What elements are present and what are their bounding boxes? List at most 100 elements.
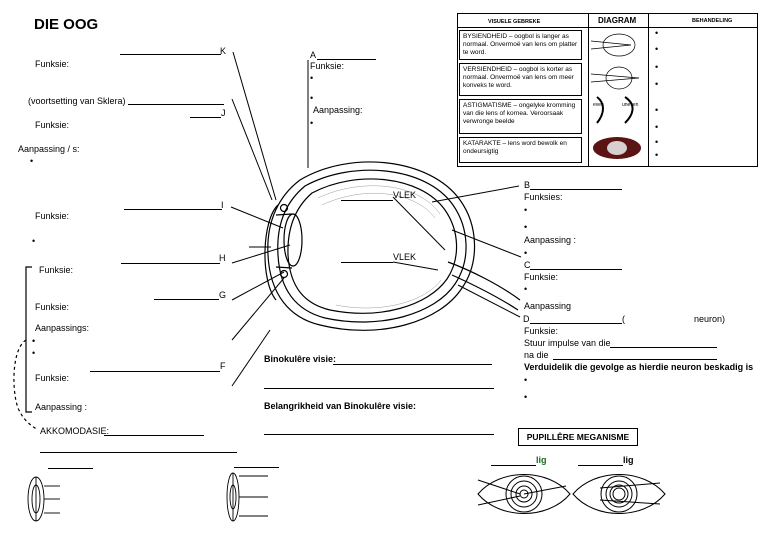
f-funksie: Funksie: xyxy=(35,373,70,383)
k-funksie: Funksie: xyxy=(35,59,70,69)
bullet: • xyxy=(524,222,528,232)
label-a: A xyxy=(310,50,317,60)
i-funksie: Funksie: xyxy=(35,211,70,221)
answer-line-d[interactable] xyxy=(530,323,622,324)
bullet: • xyxy=(655,28,659,38)
akkomodasie-label: AKKOMODASIE: xyxy=(40,426,110,436)
c-aanpassing: Aanpassing xyxy=(524,301,572,311)
bullet: • xyxy=(30,156,34,166)
label-d: D xyxy=(523,314,530,324)
d-stuur: Stuur impulse van die xyxy=(524,338,611,348)
sketch-line-right[interactable] xyxy=(234,467,279,468)
bullet: • xyxy=(310,118,314,128)
bullet: • xyxy=(32,348,36,358)
sketch-line-left[interactable] xyxy=(48,468,93,469)
label-c: C xyxy=(524,260,531,270)
defect-myopia: BYSIENDHEID – oogbol is langer as normaa… xyxy=(459,30,582,60)
g-aanpassings: Aanpassings: xyxy=(35,323,90,333)
answer-line-k[interactable] xyxy=(120,54,221,55)
j-aanpassing: Aanpassing / s: xyxy=(18,144,80,154)
label-k: K xyxy=(220,46,227,56)
pupil-diagram-right xyxy=(572,474,666,514)
answer-line-i[interactable] xyxy=(124,209,222,210)
astig-even: even xyxy=(593,102,604,108)
d-neuron: neuron) xyxy=(694,314,726,324)
g-funksie: Funksie: xyxy=(35,302,70,312)
accommodation-sketch-left xyxy=(27,476,60,522)
j-funksie: Funksie: xyxy=(35,120,70,130)
pupil-line-left[interactable] xyxy=(491,465,536,466)
label-j: J xyxy=(221,108,226,118)
label-f: F xyxy=(220,361,226,371)
a-aanpassing: Aanpassing: xyxy=(313,105,363,115)
c-funksie: Funksie: xyxy=(524,272,559,282)
j-sklera: (voortsetting van Sklera) xyxy=(28,96,126,106)
bullet: • xyxy=(655,105,659,115)
leader-lines xyxy=(230,51,522,387)
binokulere-line1[interactable] xyxy=(333,364,492,365)
bracket xyxy=(13,266,39,431)
bullet: • xyxy=(655,44,659,54)
pupil-line-right[interactable] xyxy=(578,465,623,466)
defect-astigmatism: ASTIGMATISME – ongelyke kromming van die… xyxy=(459,99,582,134)
pupil-lig-left: lig xyxy=(536,455,547,465)
astig-uneven: uneven xyxy=(622,102,639,108)
akkomodasie-line1[interactable] xyxy=(104,435,204,436)
answer-line-d-stuur[interactable] xyxy=(610,347,717,348)
label-b: B xyxy=(524,180,531,190)
pupil-lig-right: lig xyxy=(623,455,634,465)
answer-line-b[interactable] xyxy=(530,189,622,190)
defect-hyperopia: VERSIENDHEID – oogbol is korter as norma… xyxy=(459,63,582,96)
label-h: H xyxy=(219,253,226,263)
bullet: • xyxy=(524,392,528,402)
page-title: DIE OOG xyxy=(34,16,99,33)
b-funksies: Funksies: xyxy=(524,192,563,202)
pupil-diagram-left xyxy=(477,474,571,514)
answer-line-d-na[interactable] xyxy=(553,359,717,360)
defect-diagrams xyxy=(591,33,641,159)
answer-line-j1[interactable] xyxy=(128,104,224,105)
bullet: • xyxy=(310,93,314,103)
defect-cataract: KATARAKTE – lens word bewolk en ondeursi… xyxy=(459,137,582,163)
label-g: G xyxy=(219,290,227,300)
bullet: • xyxy=(524,284,528,294)
answer-line-f[interactable] xyxy=(90,371,220,372)
answer-line-vlek-top[interactable] xyxy=(341,200,393,201)
akkomodasie-line2[interactable] xyxy=(40,452,237,453)
answer-line-j2[interactable] xyxy=(190,117,221,118)
answer-line-a[interactable] xyxy=(317,59,376,60)
answer-line-g[interactable] xyxy=(154,299,219,300)
binokulere-line3[interactable] xyxy=(264,434,494,435)
eye-outline xyxy=(264,161,521,331)
label-i: I xyxy=(221,200,224,210)
answer-line-c[interactable] xyxy=(530,269,622,270)
bullet: • xyxy=(310,73,314,83)
d-neuron-open: ( xyxy=(622,314,625,324)
bullet: • xyxy=(32,236,36,246)
bullet: • xyxy=(655,79,659,89)
header-behandeling: BEHANDELING xyxy=(692,18,733,24)
binokulere-line2[interactable] xyxy=(264,388,494,389)
binokulere-visie: Binokulêre visie: xyxy=(264,354,337,364)
bullet: • xyxy=(524,248,528,258)
bullet: • xyxy=(655,122,659,132)
answer-line-vlek-bottom[interactable] xyxy=(341,262,393,263)
bullet: • xyxy=(524,205,528,215)
b-aanpassing: Aanpassing : xyxy=(524,235,577,245)
d-verduidelik: Verduidelik die gevolge as hierdie neuro… xyxy=(524,362,754,372)
d-na-die: na die xyxy=(524,350,549,360)
bullet: • xyxy=(655,150,659,160)
vlek-top: VLEK xyxy=(393,190,417,200)
binokulere-belangrikheid: Belangrikheid van Binokulêre visie: xyxy=(264,401,417,411)
answer-line-h[interactable] xyxy=(121,263,220,264)
bullet: • xyxy=(655,137,659,147)
h-funksie: Funksie: xyxy=(39,265,74,275)
pupil-title: PUPILLÊRE MEGANISME xyxy=(518,428,638,446)
a-funksie: Funksie: xyxy=(310,61,345,71)
header-diagram: DIAGRAM xyxy=(598,16,637,25)
bullet: • xyxy=(32,336,36,346)
visual-defects-table: VISUELE GEBREKE DIAGRAM BEHANDELING BYSI… xyxy=(457,13,758,167)
eye-texture xyxy=(317,185,442,309)
header-visuele-gebreke: VISUELE GEBREKE xyxy=(488,19,541,25)
f-aanpassing: Aanpassing : xyxy=(35,402,88,412)
